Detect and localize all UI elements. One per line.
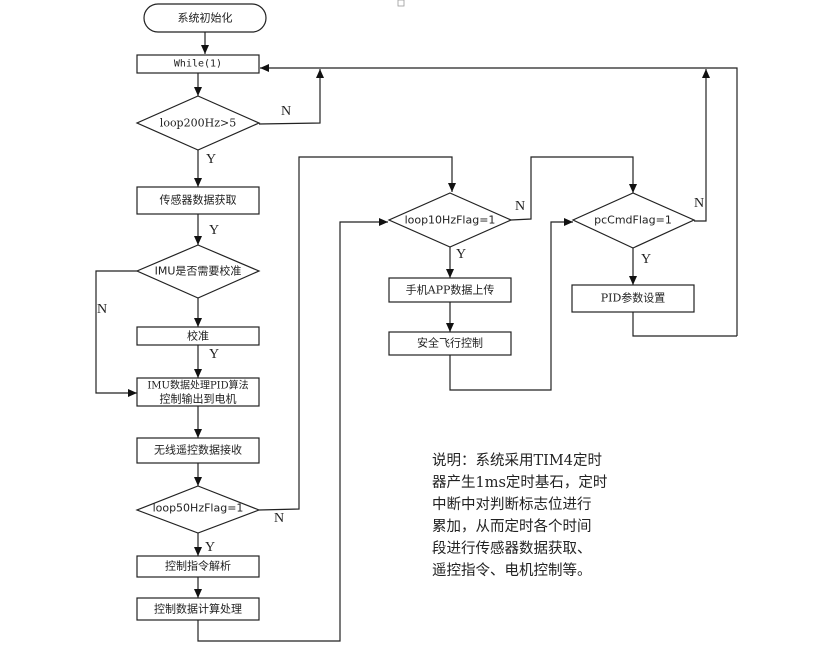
note-line: 说明：系统采用TIM4定时 xyxy=(432,453,602,469)
yes-label: Y xyxy=(456,247,466,262)
decision-imu-label: IMU是否需要校准 xyxy=(155,264,242,278)
ctrl-calc-label: 控制数据计算处理 xyxy=(154,602,242,616)
no-label: N xyxy=(274,511,284,526)
arrow-d200-no xyxy=(258,69,324,125)
imu-proc-label-2: 控制输出到电机 xyxy=(160,392,237,406)
yes-label: Y xyxy=(205,540,215,555)
arrow-safety-dpc xyxy=(449,218,573,391)
imu-proc-label-1: IMU数据处理PID算法 xyxy=(147,379,248,392)
decision-imu xyxy=(135,244,261,299)
main-loop-back xyxy=(260,64,738,336)
decision-loop200-label: loop200Hz>5 xyxy=(160,117,236,130)
arrow-calc-d10 xyxy=(197,218,388,642)
note-line: 累加，从而定时各个时间 xyxy=(432,519,592,535)
wireless-label: 无线遥控数据接收 xyxy=(154,443,242,457)
sensor-label: 传感器数据获取 xyxy=(160,193,237,207)
calib-box xyxy=(136,326,260,346)
pid-set-box xyxy=(571,284,695,313)
arrow-d10-no xyxy=(510,156,637,221)
note-line: 段进行传感器数据获取、 xyxy=(432,541,592,557)
cmd-parse-label: 控制指令解析 xyxy=(165,559,231,573)
no-label: N xyxy=(515,199,525,214)
cmd-parse-box xyxy=(136,555,260,578)
decision-loop10 xyxy=(387,192,513,248)
note-line: 遥控指令、电机控制等。 xyxy=(432,563,592,579)
calib-label: 校准 xyxy=(187,329,209,343)
arrow-dpc-no xyxy=(694,69,710,222)
decision-pccmd xyxy=(571,192,696,249)
note-line: 中断中对判断标志位进行 xyxy=(432,497,592,513)
safety-box xyxy=(388,331,512,356)
ctrl-calc-box xyxy=(136,597,260,621)
yes-label: Y xyxy=(206,152,216,167)
no-label: N xyxy=(694,196,704,211)
connectors xyxy=(95,32,738,642)
yes-label: Y xyxy=(641,252,651,267)
app-upload-box xyxy=(388,277,512,303)
sensor-box xyxy=(136,186,260,215)
app-upload-label: 手机APP数据上传 xyxy=(406,283,495,297)
pid-set-label: PID参数设置 xyxy=(601,291,666,305)
yes-label: Y xyxy=(209,223,219,238)
arrow-pid-back xyxy=(632,312,737,337)
no-label: N xyxy=(97,302,107,317)
safety-label: 安全飞行控制 xyxy=(417,336,483,350)
decision-loop50-label: loop50HzFlag=1 xyxy=(153,502,244,515)
note-text: 说明：系统采用TIM4定时 器产生1ms定时基石，定时 中断中对判断标志位进行 … xyxy=(432,450,642,582)
arrow-d50-no xyxy=(258,156,456,511)
no-label: N xyxy=(281,104,291,119)
yes-label: Y xyxy=(209,347,219,362)
start-terminal xyxy=(143,3,267,33)
decision-loop10-label: loop10HzFlag=1 xyxy=(405,214,496,227)
imu-proc-box xyxy=(136,377,260,407)
arrow-dimu-no xyxy=(95,270,137,397)
wireless-box xyxy=(136,437,260,464)
while-box xyxy=(136,54,260,74)
decision-pccmd-label: pcCmdFlag=1 xyxy=(594,214,672,227)
note-line: 器产生1ms定时基石，定时 xyxy=(432,475,608,491)
start-label: 系统初始化 xyxy=(178,11,233,25)
decision-loop50 xyxy=(135,485,261,534)
decision-loop200 xyxy=(135,95,261,151)
while-label: While(1) xyxy=(174,59,222,70)
stray-mark xyxy=(397,0,405,7)
